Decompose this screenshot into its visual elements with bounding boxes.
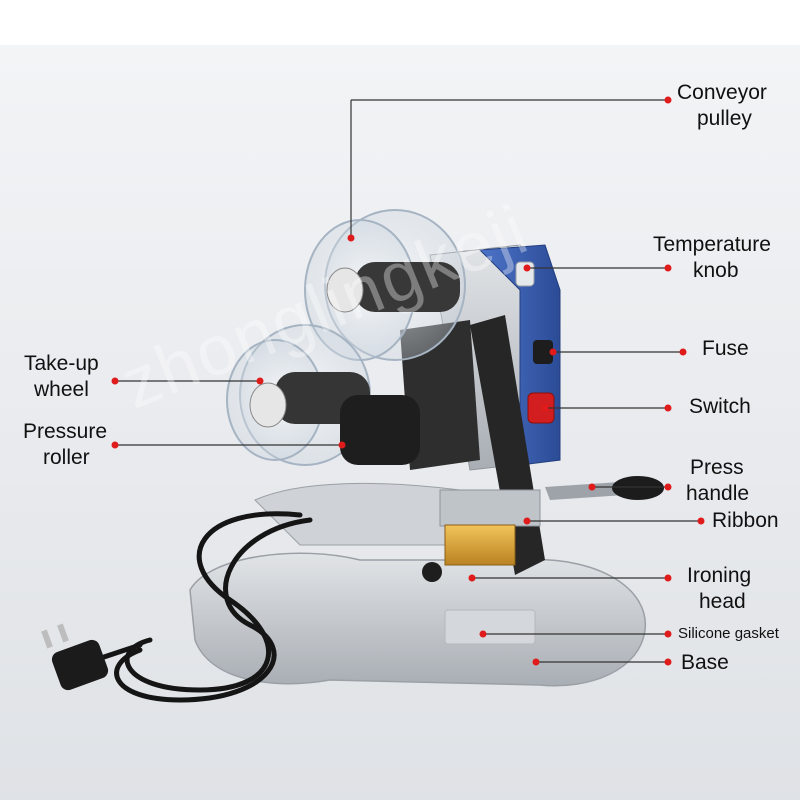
temperature-knob-label-line2: knob (693, 259, 739, 282)
switch-label: Switch (689, 395, 751, 418)
base-label: Base (681, 651, 729, 674)
switch-marker (541, 404, 549, 412)
plug (41, 623, 109, 691)
fuse-label: Fuse (702, 337, 749, 360)
heating-block (422, 489, 541, 582)
fuse-marker (549, 348, 557, 356)
conveyor-pulley-label-line2: pulley (697, 107, 752, 130)
conveyor-pulley-marker-end (664, 96, 672, 104)
fuse-marker-end (679, 348, 687, 356)
take-up-wheel-label-line2: wheel (34, 378, 89, 401)
take-up-wheel-marker (111, 377, 119, 385)
press-handle-label: Press handle (686, 455, 749, 507)
pressure-roller-label-line2: roller (43, 446, 90, 469)
temperature-knob-marker (523, 264, 531, 272)
leader-lines (115, 99, 701, 663)
ironing-head-marker-end (664, 574, 672, 582)
lower-reel (226, 324, 420, 466)
ribbon-label: Ribbon (712, 509, 779, 532)
temperature-knob-label-line1: Temperature (653, 233, 771, 256)
base-marker-end (664, 658, 672, 666)
ironing-head-label-line2: head (699, 590, 746, 613)
conveyor-pulley-marker (347, 234, 355, 242)
fuse-holder (533, 340, 553, 364)
ironing-head-label-line1: Ironing (687, 564, 752, 587)
switch-marker-end (664, 404, 672, 412)
pressure-roller-label: Pressure roller (23, 419, 107, 471)
silicone-gasket-label: Silicone gasket (678, 625, 779, 642)
conveyor-pulley-label-line1: Conveyor (677, 81, 767, 104)
silicone-gasket-marker (479, 630, 487, 638)
ironing-head-marker (468, 574, 476, 582)
pressure-roller-label-line1: Pressure (23, 420, 108, 443)
temperature-knob-label: Temperature knob (653, 232, 771, 284)
take-up-wheel-label-line1: Take-up (24, 352, 99, 375)
ribbon-marker (523, 517, 531, 525)
take-up-wheel-marker-end (256, 377, 264, 385)
press-handle-label-line1: Press (690, 456, 744, 479)
silicone-gasket-marker-end (664, 630, 672, 638)
ribbon-marker-end (697, 517, 705, 525)
base-marker (532, 658, 540, 666)
conveyor-pulley-label: Conveyor pulley (677, 80, 767, 132)
silicone-gasket-pad (444, 609, 536, 645)
press-handle-marker (588, 483, 596, 491)
pressure-roller-marker-end (338, 441, 346, 449)
temperature-knob-marker-end (664, 264, 672, 272)
press-handle-marker-end (664, 483, 672, 491)
take-up-wheel-label: Take-up wheel (24, 351, 99, 403)
pressure-roller-marker (111, 441, 119, 449)
handle-grip (612, 476, 664, 500)
ironing-head-label: Ironing head (687, 563, 751, 615)
roller-body (340, 395, 420, 465)
upper-reel (304, 209, 466, 361)
marker-dots (111, 96, 705, 666)
press-handle-label-line2: handle (686, 482, 750, 505)
